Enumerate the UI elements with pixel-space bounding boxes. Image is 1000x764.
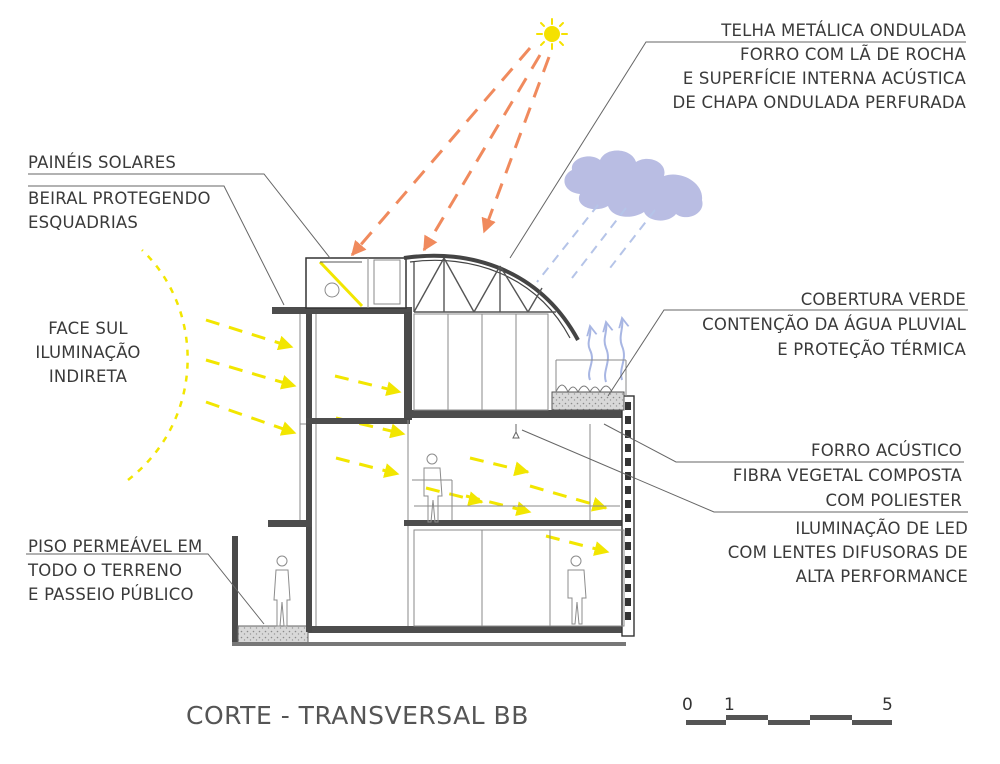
svg-text:E PROTEÇÃO TÉRMICA: E PROTEÇÃO TÉRMICA bbox=[777, 340, 966, 359]
svg-text:BEIRAL PROTEGENDO: BEIRAL PROTEGENDO bbox=[28, 189, 211, 208]
svg-text:PISO PERMEÁVEL EM: PISO PERMEÁVEL EM bbox=[28, 537, 202, 556]
svg-text:FIBRA VEGETAL COMPOSTA: FIBRA VEGETAL COMPOSTA bbox=[733, 466, 963, 485]
building-section bbox=[232, 253, 635, 646]
label-face-sul: FACE SUL ILUMINAÇÃO INDIRETA bbox=[35, 319, 140, 386]
cloud-icon bbox=[564, 150, 703, 221]
svg-text:COBERTURA VERDE: COBERTURA VERDE bbox=[801, 290, 966, 309]
svg-text:COM LENTES DIFUSORAS DE: COM LENTES DIFUSORAS DE bbox=[728, 543, 968, 562]
svg-text:CONTENÇÃO DA ÁGUA PLUVIAL: CONTENÇÃO DA ÁGUA PLUVIAL bbox=[702, 315, 966, 334]
label-paineis: PAINÉIS SOLARES bbox=[28, 153, 176, 172]
heat-waves bbox=[589, 318, 624, 383]
label-telha: TELHA METÁLICA ONDULADA FORRO COM LÃ DE … bbox=[672, 21, 966, 112]
svg-text:ILUMINAÇÃO DE LED: ILUMINAÇÃO DE LED bbox=[795, 519, 968, 538]
svg-text:FACE SUL: FACE SUL bbox=[48, 319, 128, 338]
svg-text:DE CHAPA ONDULADA PERFURADA: DE CHAPA ONDULADA PERFURADA bbox=[672, 93, 966, 112]
svg-text:TELHA METÁLICA ONDULADA: TELHA METÁLICA ONDULADA bbox=[720, 21, 966, 40]
svg-text:5: 5 bbox=[882, 695, 893, 715]
label-piso: PISO PERMEÁVEL EM TODO O TERRENO E PASSE… bbox=[27, 537, 202, 604]
leader-lines bbox=[26, 41, 968, 625]
solar-rays bbox=[350, 47, 551, 257]
svg-text:FORRO COM LÃ DE ROCHA: FORRO COM LÃ DE ROCHA bbox=[740, 45, 966, 64]
label-beiral: BEIRAL PROTEGENDO ESQUADRIAS bbox=[28, 189, 211, 232]
south-sky-arc bbox=[127, 249, 189, 481]
rain-lines bbox=[536, 204, 656, 283]
person-figure bbox=[423, 453, 443, 523]
svg-text:COM POLIESTER: COM POLIESTER bbox=[826, 491, 962, 510]
svg-text:TODO O TERRENO: TODO O TERRENO bbox=[27, 561, 182, 580]
svg-text:FORRO ACÚSTICO: FORRO ACÚSTICO bbox=[811, 441, 962, 460]
label-forro: FORRO ACÚSTICO FIBRA VEGETAL COMPOSTA CO… bbox=[733, 441, 963, 510]
svg-text:0: 0 bbox=[682, 695, 693, 715]
indirect-light-arrows bbox=[205, 318, 610, 556]
svg-text:ESQUADRIAS: ESQUADRIAS bbox=[28, 213, 138, 232]
svg-text:ILUMINAÇÃO: ILUMINAÇÃO bbox=[35, 343, 140, 362]
drawing-title: CORTE - TRANSVERSAL BB bbox=[186, 701, 529, 730]
person-figure bbox=[273, 555, 291, 627]
svg-text:INDIRETA: INDIRETA bbox=[49, 367, 128, 386]
svg-text:E PASSEIO PÚBLICO: E PASSEIO PÚBLICO bbox=[28, 585, 194, 604]
sun-icon bbox=[536, 18, 568, 50]
svg-text:PAINÉIS SOLARES: PAINÉIS SOLARES bbox=[28, 153, 176, 172]
svg-text:1: 1 bbox=[724, 695, 735, 715]
person-figure bbox=[567, 555, 587, 625]
scale-bar: 0 1 5 bbox=[682, 695, 893, 725]
svg-text:E SUPERFÍCIE INTERNA ACÚSTICA: E SUPERFÍCIE INTERNA ACÚSTICA bbox=[683, 69, 967, 88]
label-cobertura: COBERTURA VERDE CONTENÇÃO DA ÁGUA PLUVIA… bbox=[702, 290, 966, 359]
label-led: ILUMINAÇÃO DE LED COM LENTES DIFUSORAS D… bbox=[728, 519, 968, 586]
svg-text:ALTA PERFORMANCE: ALTA PERFORMANCE bbox=[796, 567, 968, 586]
